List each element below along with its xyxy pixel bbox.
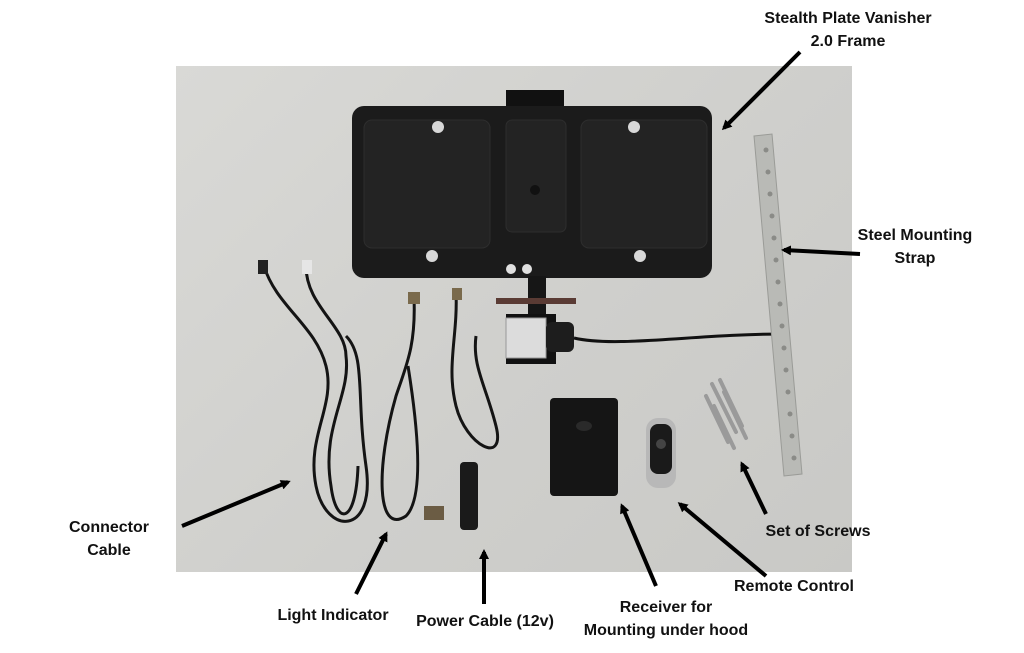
motor-cable [573, 332, 785, 344]
light-indicator [380, 292, 444, 521]
label-light-indicator: Light Indicator [277, 607, 389, 624]
label-strap-line1: Steel Mounting [857, 227, 973, 244]
label-strap-line2: Strap [894, 250, 936, 267]
steel-strap [753, 133, 803, 477]
frame-tab [506, 90, 564, 110]
motor-bracket [496, 276, 576, 364]
plate-frame [352, 106, 712, 278]
screws [704, 378, 748, 450]
connector-cable [258, 260, 369, 523]
label-power-cable: Power Cable (12v) [416, 613, 554, 630]
power-cable [450, 288, 500, 530]
label-connector-line2: Cable [87, 542, 131, 559]
product-kit-illustration [258, 90, 803, 530]
label-strap: Steel Mounting Strap [850, 224, 980, 270]
label-remote: Remote Control [734, 578, 854, 595]
label-frame-line1: Stealth Plate Vanisher [764, 10, 932, 27]
label-connector-line1: Connector [69, 519, 149, 536]
label-frame: Stealth Plate Vanisher 2.0 Frame [748, 7, 948, 53]
receiver-box [550, 398, 618, 496]
product-photo [176, 66, 852, 572]
label-receiver-line1: Receiver for [619, 599, 713, 616]
remote-control [646, 418, 676, 488]
label-receiver: Receiver for Mounting under hood [572, 596, 760, 642]
label-receiver-line2: Mounting under hood [583, 622, 749, 639]
label-frame-line2: 2.0 Frame [810, 33, 886, 50]
label-connector: Connector Cable [56, 516, 162, 562]
label-screws: Set of Screws [765, 523, 871, 540]
